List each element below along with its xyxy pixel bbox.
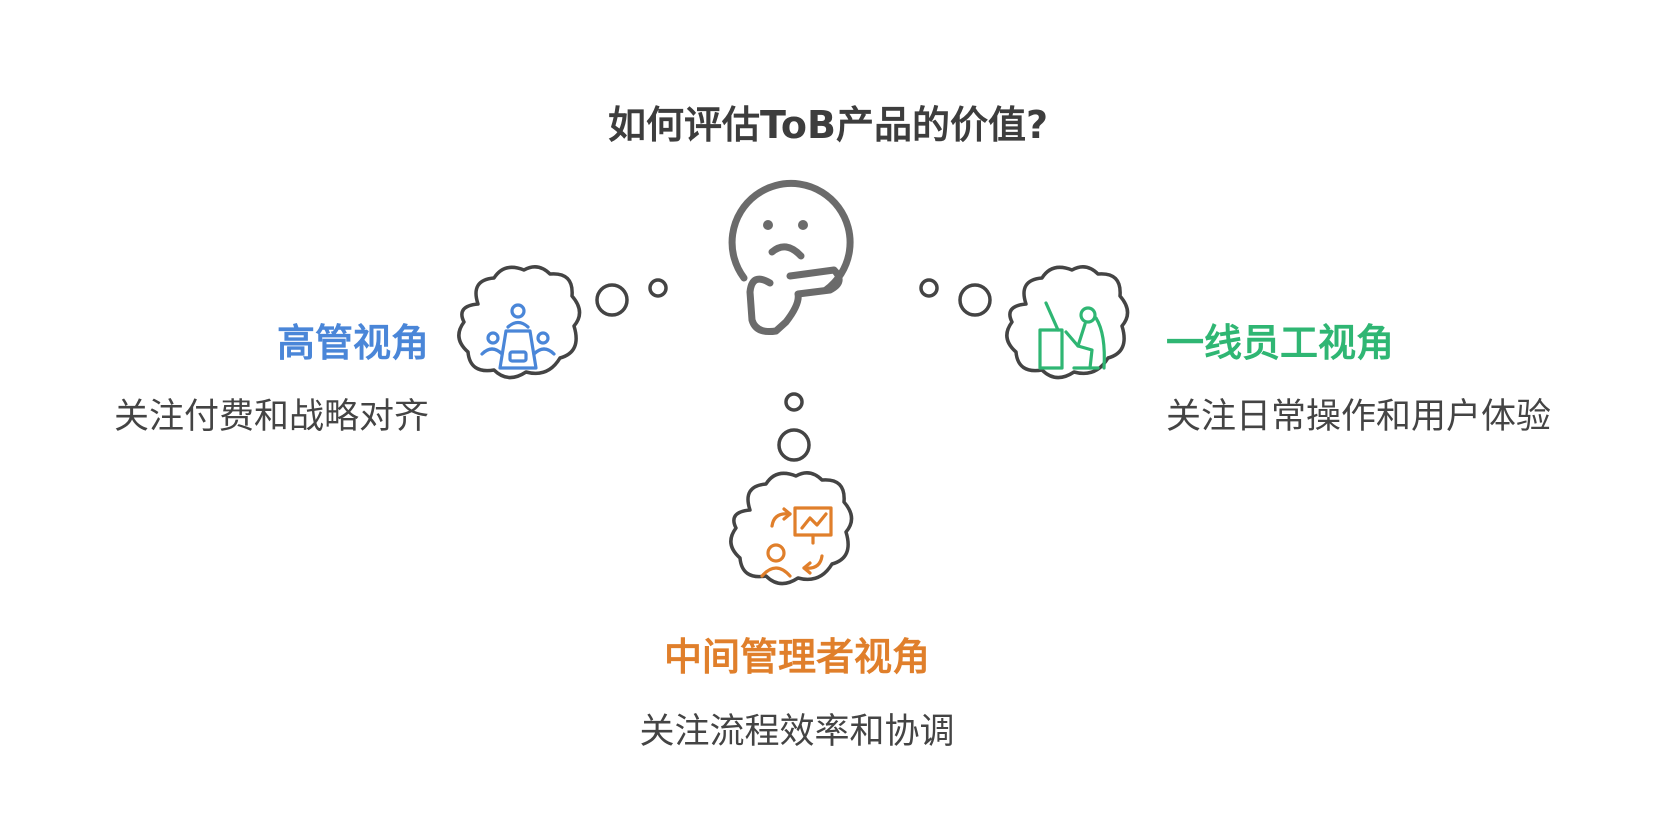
staff-perspective-title: 一线员工视角 <box>1166 321 1395 365</box>
manager-presentation-icon <box>760 506 833 578</box>
mid-cloud <box>729 471 854 586</box>
thought-bubbles-left <box>595 278 668 317</box>
staff-perspective-desc: 关注日常操作和用户体验 <box>1166 397 1552 437</box>
mid-perspective-title: 中间管理者视角 <box>663 635 930 679</box>
exec-perspective-title: 高管视角 <box>276 321 429 365</box>
staff-cloud <box>1005 265 1130 380</box>
mid-perspective-desc: 关注流程效率和协调 <box>639 712 955 752</box>
employee-at-desk-icon <box>1038 301 1106 370</box>
exec-perspective-desc: 关注付费和战略对齐 <box>113 397 429 437</box>
diagram-title: 如何评估ToB产品的价值? <box>608 103 1048 147</box>
thinking-face-icon <box>728 179 854 335</box>
thought-bubbles-right <box>919 278 992 317</box>
boardroom-meeting-icon <box>480 303 556 370</box>
thought-bubbles-bottom <box>777 392 811 462</box>
